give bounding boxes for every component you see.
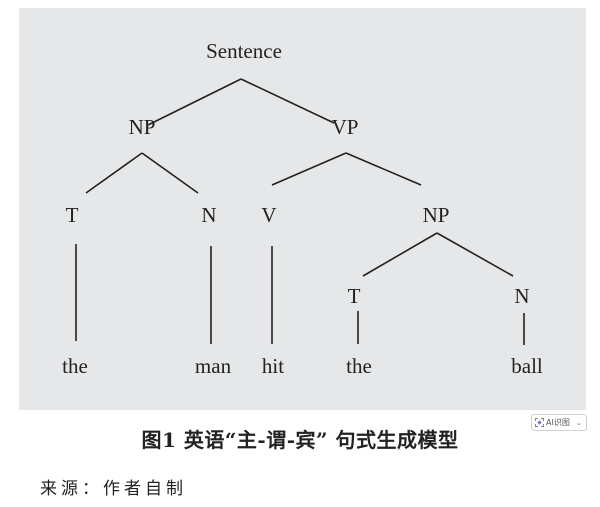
ai-button-label: AI识图 [546,418,570,427]
leaf-man: man [194,354,232,378]
chevron-down-icon[interactable]: ⌄ [576,418,582,427]
leaf-hit: hit [261,354,285,378]
leaf-the-subject: the [62,354,88,378]
tree-edges [75,78,525,345]
node-vp: VP [331,115,359,139]
ai-scan-icon [535,418,544,427]
node-t-subject: T [65,203,79,227]
figure-caption: 图1 英语“主-谓-宾” 句式生成模型 [141,428,459,452]
node-np-subject: NP [128,115,156,139]
leaf-ball: ball [511,354,543,378]
node-np-object: NP [422,203,450,227]
diagram-panel [19,8,586,410]
node-n-subject: N [201,203,217,227]
ai-recognize-button[interactable]: AI识图 ⌄ [531,414,587,431]
figure-source: 来源：作者自制 [40,479,187,499]
node-v: V [261,203,277,227]
node-sentence: Sentence [206,39,282,63]
leaf-the-object: the [346,354,372,378]
node-t-object: T [347,284,361,308]
node-n-object: N [514,284,530,308]
